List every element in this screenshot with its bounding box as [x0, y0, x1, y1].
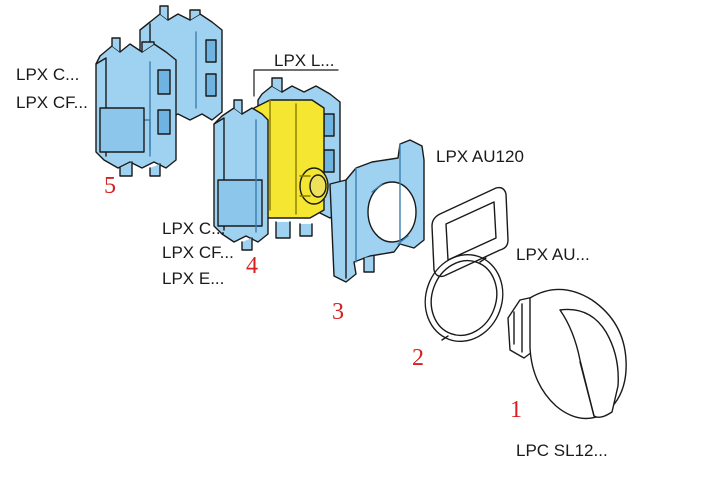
lamp-holder-4: [253, 99, 329, 219]
label-block4-contact: LPX C...: [162, 219, 226, 238]
label-block5-contact-cf: LPX CF...: [16, 93, 88, 112]
contact-block-4-front: [213, 99, 313, 251]
index-number-4: 4: [246, 253, 258, 279]
index-number-2: 2: [412, 345, 424, 371]
fixing-ring-2: [424, 253, 504, 343]
label-ring: LPX AU...: [516, 245, 590, 264]
label-lamp: LPX L...: [274, 51, 335, 70]
mounting-holder-3: [329, 139, 425, 283]
leader-line-lamp: [253, 69, 339, 97]
label-head: LPC SL12...: [516, 441, 608, 460]
contact-block-5-front: [95, 37, 177, 177]
index-number-3: 3: [332, 299, 344, 325]
selector-head-1: [507, 288, 627, 420]
index-number-5: 5: [104, 173, 116, 199]
label-block4-contact-e: LPX E...: [162, 269, 225, 288]
index-number-1: 1: [510, 397, 522, 423]
label-block4-contact-cf: LPX CF...: [162, 243, 234, 262]
legend-plate-2: [431, 186, 509, 278]
label-holder: LPX AU120: [436, 147, 524, 166]
label-block5-contact: LPX C...: [16, 65, 80, 84]
